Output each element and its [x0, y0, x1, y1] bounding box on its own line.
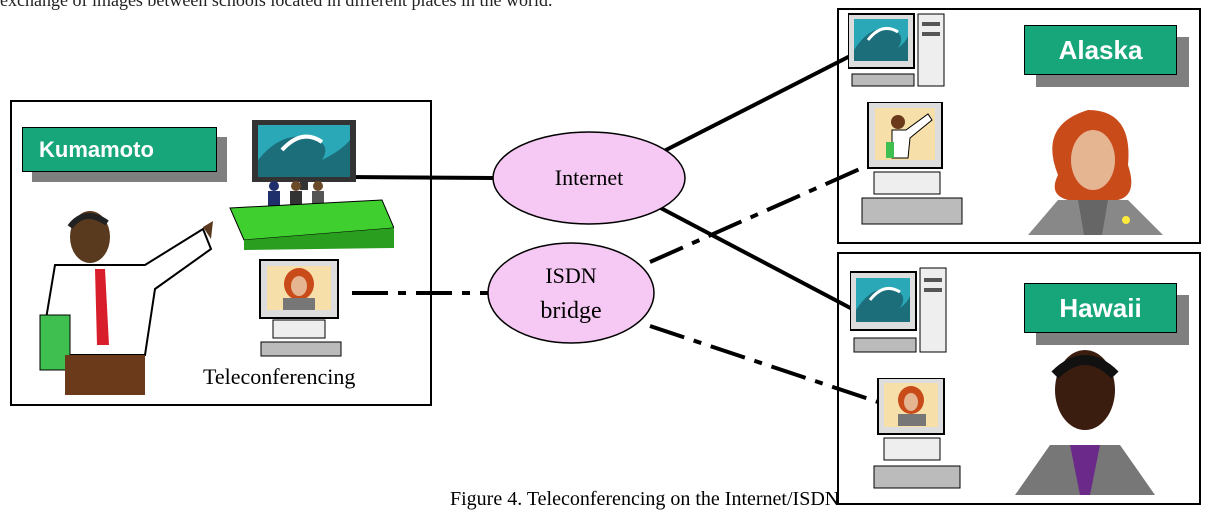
alaska-label: Alaska	[1024, 25, 1177, 75]
link-isdn-alaska	[649, 166, 863, 264]
isdn-label-line1: ISDN	[545, 263, 596, 288]
hawaii-label: Hawaii	[1024, 283, 1177, 333]
computer-wave-icon	[850, 267, 947, 353]
internet-oval	[492, 131, 686, 225]
link-internet-hawaii	[654, 203, 859, 314]
kumamoto-label: Kumamoto	[22, 127, 217, 172]
hawaii-label-box: Hawaii	[1024, 283, 1189, 345]
isdn-label-line2: bridge	[540, 298, 601, 324]
kumamoto-label-box: Kumamoto	[22, 127, 227, 182]
link-kumamoto-internet	[347, 175, 494, 180]
header-text: exchange of images between schools locat…	[0, 0, 553, 10]
figure-caption: Figure 4. Teleconferencing on the Intern…	[450, 488, 840, 510]
alaska-label-box: Alaska	[1024, 25, 1189, 87]
internet-label: Internet	[555, 165, 623, 190]
computer-wave-icon	[848, 13, 945, 87]
link-isdn-hawaii	[649, 324, 879, 404]
link-internet-alaska	[661, 51, 857, 154]
computer-presenter-icon	[861, 102, 963, 225]
computer-woman-icon	[873, 378, 961, 489]
isdn-oval	[487, 242, 655, 344]
computer-woman-icon	[259, 259, 342, 357]
man-portrait-icon	[1015, 350, 1155, 495]
meeting-room-icon	[229, 120, 394, 250]
presenter-man-icon	[39, 211, 213, 395]
kumamoto-caption: Teleconferencing	[203, 364, 356, 389]
woman-portrait-icon	[1028, 110, 1163, 235]
